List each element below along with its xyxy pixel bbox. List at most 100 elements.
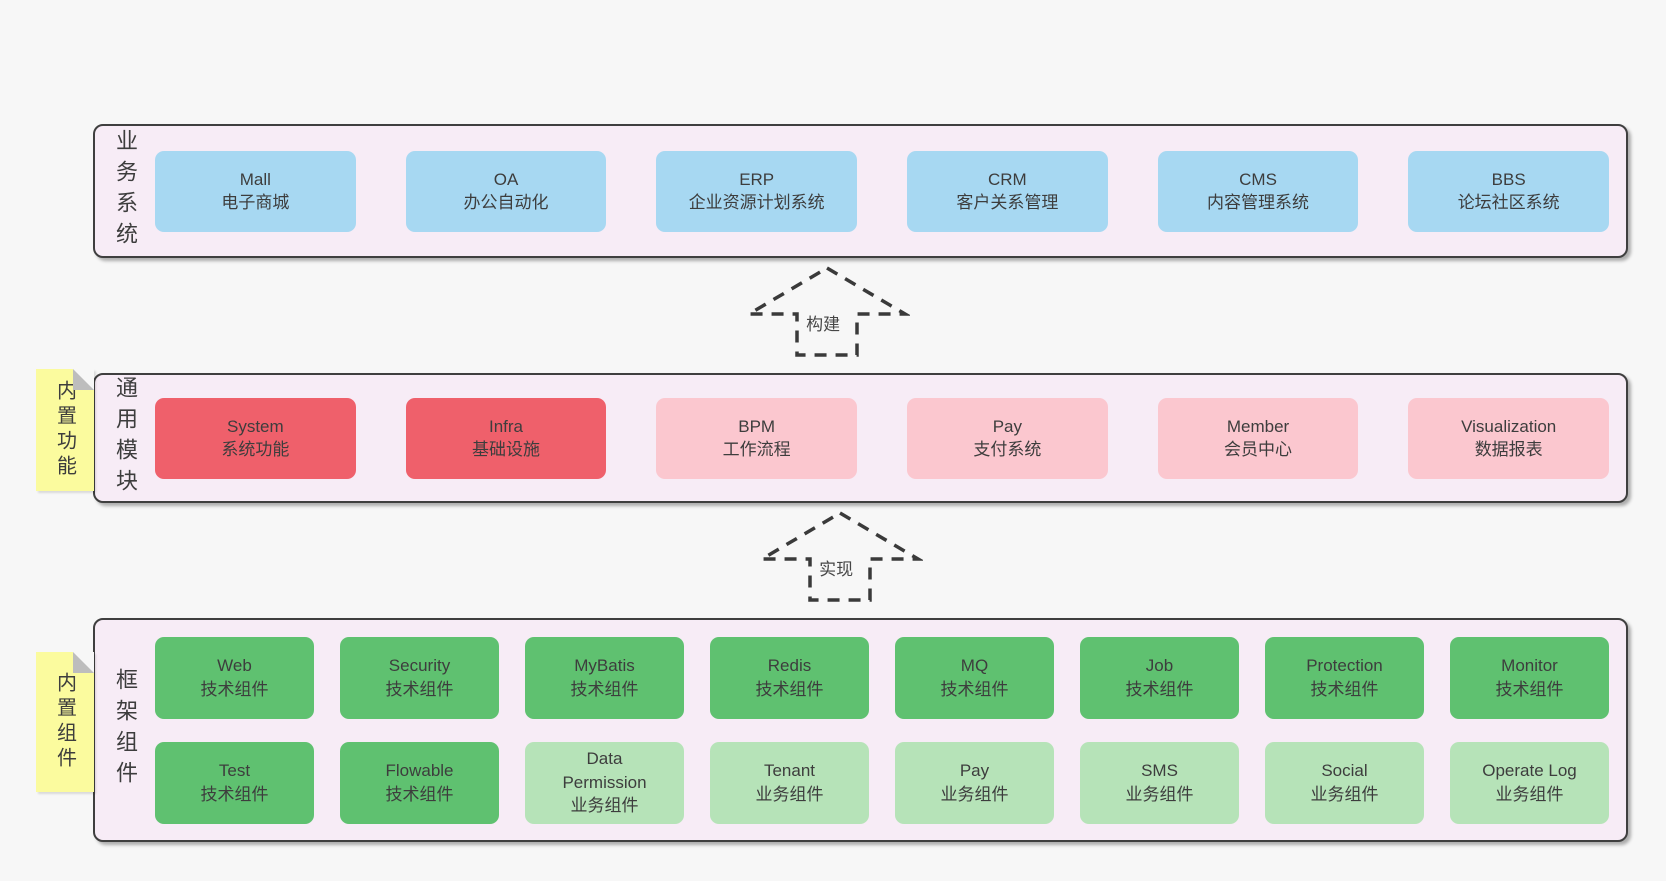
box-mall-title: Mall: [239, 169, 271, 189]
box-system: System 系统功能: [155, 397, 356, 479]
box-web-subtitle: 技术组件: [200, 679, 269, 699]
box-social-title: Social: [1321, 761, 1368, 781]
box-mall: Mall 电子商城: [155, 150, 356, 232]
box-infra-title: Infra: [488, 416, 524, 436]
box-infra-subtitle: 基础设施: [472, 440, 540, 459]
box-crm: CRM 客户关系管理: [907, 150, 1108, 232]
box-mq: MQ 技术组件: [895, 636, 1054, 719]
box-operate-log-title: Operate Log: [1482, 761, 1577, 781]
box-redis: Redis 技术组件: [710, 636, 869, 719]
box-bbs-title: BBS: [1491, 169, 1526, 189]
box-erp-subtitle: 企业资源计划系统: [688, 193, 825, 212]
box-tenant: Tenant 业务组件: [710, 741, 869, 824]
box-protection-subtitle: 技术组件: [1310, 679, 1379, 699]
box-oa-subtitle: 办公自动化: [463, 193, 549, 212]
box-security: Security 技术组件: [340, 636, 499, 719]
box-security-subtitle: 技术组件: [385, 679, 454, 699]
box-oa-title: OA: [493, 169, 519, 189]
box-sms-title: SMS: [1141, 761, 1178, 781]
box-member-subtitle: 会员中心: [1224, 440, 1293, 459]
box-system-title: System: [226, 416, 284, 436]
box-oa: OA 办公自动化: [405, 150, 607, 232]
box-mq-title: MQ: [960, 656, 989, 676]
arrow-up-dashed-icon: [745, 265, 910, 357]
box-monitor: Monitor 技术组件: [1450, 636, 1609, 719]
box-web-title: Web: [217, 656, 252, 676]
box-pay-component: Pay 业务组件: [895, 741, 1054, 824]
box-security-title: Security: [388, 656, 451, 676]
band-label-business-systems: 业务系统: [113, 129, 138, 253]
box-pay-module-title: Pay: [992, 416, 1022, 436]
box-tenant-title: Tenant: [763, 761, 816, 781]
box-pay-component-subtitle: 业务组件: [940, 784, 1009, 804]
box-erp-title: ERP: [739, 169, 775, 189]
box-cms-subtitle: 内容管理系统: [1207, 193, 1310, 212]
band-label-common-modules: 通用模块: [113, 376, 138, 500]
box-crm-subtitle: 客户关系管理: [956, 193, 1059, 212]
box-social-subtitle: 业务组件: [1310, 784, 1379, 804]
box-mybatis-title: MyBatis: [574, 656, 635, 676]
band-framework-components: 框架组件 Web 技术组件 Security 技术组件 MyBatis 技术组件…: [93, 618, 1628, 842]
arrow-implement: 实现: [758, 509, 923, 604]
box-operate-log: Operate Log 业务组件: [1450, 741, 1609, 824]
sticky-builtin-features-label: 内置功能: [53, 380, 76, 480]
common-modules-boxes: System 系统功能 Infra 基础设施 BPM 工作流程 Pay 支付系统…: [141, 375, 1626, 501]
box-mall-subtitle: 电子商城: [221, 193, 290, 212]
sticky-note-builtin-features: 内置功能: [36, 369, 94, 491]
box-protection: Protection 技术组件: [1265, 636, 1424, 719]
sticky-builtin-components-label: 内置组件: [53, 672, 76, 772]
box-monitor-subtitle: 技术组件: [1495, 679, 1564, 699]
box-test-subtitle: 技术组件: [200, 784, 269, 804]
box-flowable-title: Flowable: [385, 761, 454, 781]
box-data-permission-subtitle: 业务组件: [570, 796, 639, 816]
band-common-modules: 通用模块 System 系统功能 Infra 基础设施 BPM 工作流程 Pay…: [93, 373, 1628, 503]
business-systems-boxes: Mall 电子商城 OA 办公自动化 ERP 企业资源计划系统 CRM 客户关系…: [141, 126, 1626, 256]
box-redis-title: Redis: [767, 656, 812, 676]
box-member: Member 会员中心: [1157, 397, 1359, 479]
box-pay-module-subtitle: 支付系统: [973, 440, 1042, 459]
box-bpm-subtitle: 工作流程: [722, 440, 791, 459]
folded-corner-icon: [73, 652, 94, 673]
sticky-note-builtin-components: 内置组件: [36, 652, 94, 792]
box-bbs: BBS 论坛社区系统: [1408, 150, 1610, 232]
box-web: Web 技术组件: [155, 636, 314, 719]
box-visualization-subtitle: 数据报表: [1474, 440, 1543, 459]
box-sms-subtitle: 业务组件: [1125, 784, 1194, 804]
box-pay-component-title: Pay: [959, 761, 990, 781]
box-pay-module: Pay 支付系统: [907, 397, 1108, 479]
box-bbs-subtitle: 论坛社区系统: [1457, 193, 1560, 212]
box-mybatis: MyBatis 技术组件: [525, 636, 684, 719]
box-erp: ERP 企业资源计划系统: [656, 150, 858, 232]
box-tenant-subtitle: 业务组件: [755, 784, 824, 804]
box-social: Social 业务组件: [1265, 741, 1424, 824]
box-test-title: Test: [218, 761, 251, 781]
box-crm-title: CRM: [987, 169, 1027, 189]
box-job-title: Job: [1145, 656, 1174, 676]
box-visualization-title: Visualization: [1461, 416, 1557, 436]
box-bpm: BPM 工作流程: [656, 397, 858, 479]
box-redis-subtitle: 技术组件: [755, 679, 824, 699]
box-job-subtitle: 技术组件: [1125, 679, 1194, 699]
box-sms: SMS 业务组件: [1080, 741, 1239, 824]
box-cms: CMS 内容管理系统: [1157, 150, 1359, 232]
arrow-up-dashed-icon: [758, 510, 923, 602]
box-flowable-subtitle: 技术组件: [385, 784, 454, 804]
box-protection-title: Protection: [1306, 656, 1383, 676]
box-bpm-title: BPM: [738, 416, 776, 436]
box-flowable: Flowable 技术组件: [340, 741, 499, 824]
box-system-subtitle: 系统功能: [221, 440, 290, 459]
box-cms-title: CMS: [1239, 169, 1277, 189]
box-visualization: Visualization 数据报表: [1408, 397, 1610, 479]
arrow-build-label: 构建: [801, 308, 846, 338]
box-data-permission: Data Permission 业务组件: [525, 741, 684, 824]
box-test: Test 技术组件: [155, 741, 314, 824]
box-operate-log-subtitle: 业务组件: [1495, 784, 1564, 804]
box-member-title: Member: [1226, 416, 1290, 436]
band-business-systems: 业务系统 Mall 电子商城 OA 办公自动化 ERP 企业资源计划系统 CRM…: [93, 124, 1628, 258]
box-monitor-title: Monitor: [1501, 656, 1558, 676]
band-label-framework-components: 框架组件: [113, 668, 138, 792]
arrow-implement-label: 实现: [814, 553, 859, 583]
box-infra: Infra 基础设施: [405, 397, 607, 479]
box-data-permission-title: Data Permission: [562, 749, 647, 792]
